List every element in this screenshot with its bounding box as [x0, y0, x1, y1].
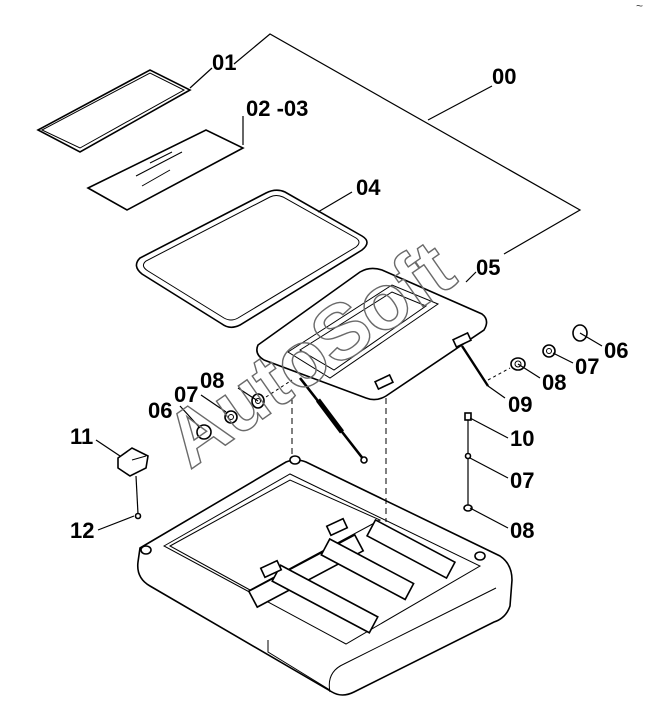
callout-09: 09	[508, 392, 532, 417]
bolt-column	[463, 412, 473, 512]
leader-lines	[95, 33, 603, 531]
callout-11: 11	[70, 424, 93, 449]
callout-06-right: 06	[604, 338, 628, 363]
callout-10: 10	[510, 426, 534, 451]
callout-06-left: 06	[148, 398, 172, 423]
callout-07-right: 07	[575, 354, 599, 379]
callout-07-bottom: 07	[510, 468, 534, 493]
part-04-seal	[135, 189, 368, 329]
left-fasteners	[196, 379, 293, 440]
right-fasteners	[487, 324, 588, 381]
latch-part-11	[117, 447, 149, 520]
part-05-hatch	[256, 267, 490, 464]
callout-12: 12	[70, 518, 94, 543]
callout-08-bottom: 08	[510, 518, 534, 543]
callout-07-left: 07	[174, 382, 198, 407]
callout-00: 00	[492, 64, 516, 89]
base-housing	[136, 398, 513, 696]
part-02-03-film	[86, 129, 245, 211]
callout-05: 05	[476, 255, 500, 280]
callout-08-right: 08	[542, 370, 566, 395]
callout-08-left: 08	[200, 368, 224, 393]
callout-04: 04	[356, 175, 381, 200]
callout-02-03: 02 -03	[246, 96, 308, 121]
corner-mark: ~	[636, 0, 643, 13]
part-01-panel	[36, 69, 192, 153]
callout-01: 01	[212, 50, 236, 75]
